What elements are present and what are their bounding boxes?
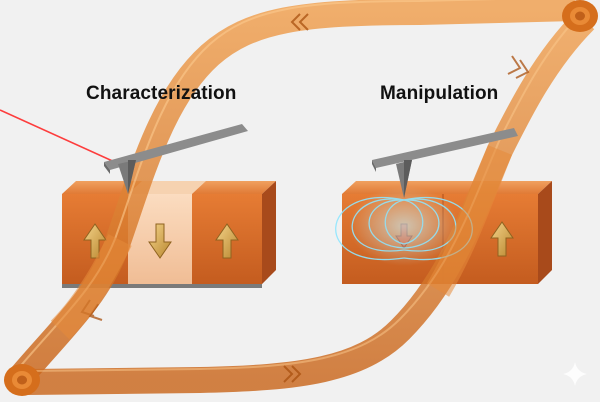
chevron-icon — [507, 55, 530, 79]
arrow-up-icon — [83, 223, 107, 259]
band-roll-bottom-left — [4, 364, 40, 396]
probe-cantilever-right — [372, 128, 518, 198]
probe-cantilever-left — [104, 124, 248, 194]
laser-beam — [0, 109, 129, 169]
sparkle-icon — [563, 362, 587, 386]
arrow-up-icon — [215, 223, 239, 259]
magnetic-field-lines — [335, 186, 473, 266]
arrow-up-icon — [490, 221, 514, 257]
characterization-label: Characterization — [86, 83, 237, 104]
band-roll-top-right — [562, 0, 598, 32]
chevron-icon — [290, 13, 309, 31]
manipulation-label: Manipulation — [380, 83, 499, 104]
arrow-down-icon — [148, 223, 172, 259]
hysteresis-band-front-left — [50, 234, 132, 340]
hysteresis-band-front-right — [426, 145, 513, 297]
chevron-icon — [283, 365, 302, 383]
